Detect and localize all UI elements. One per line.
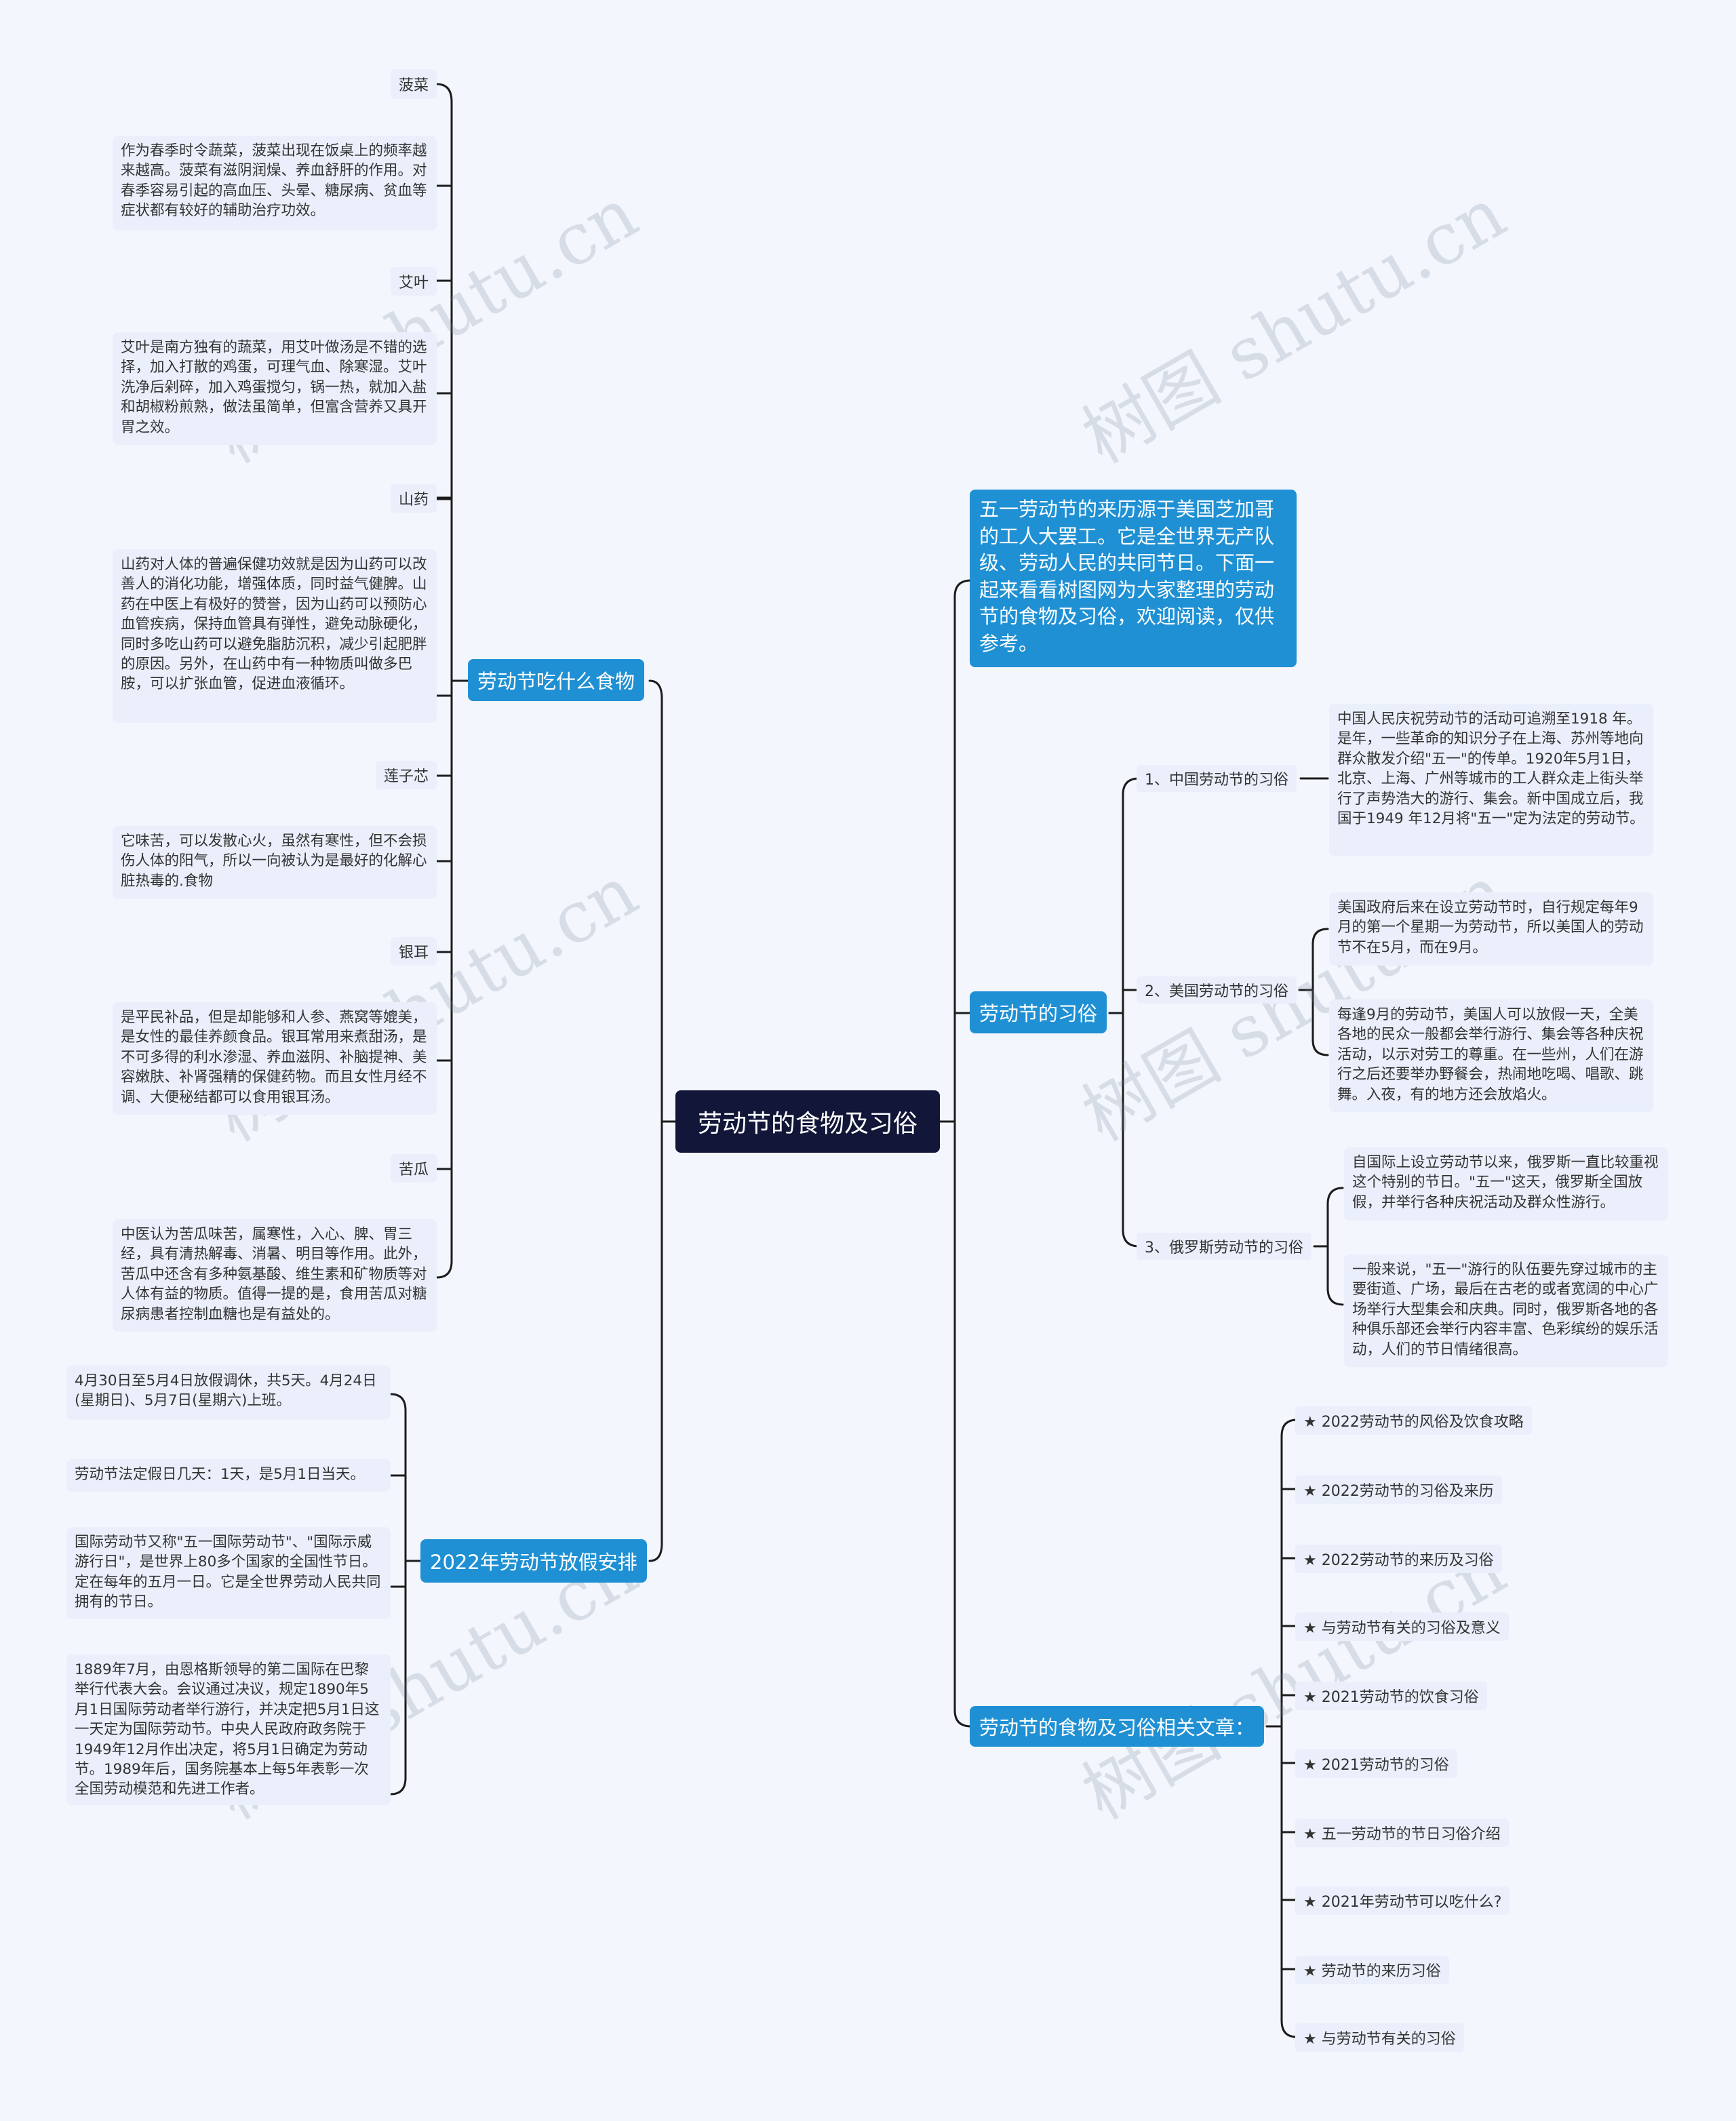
food-desc-tremella[interactable]: 是平民补品，但是却能够和人参、燕窝等媲美，是女性的最佳养颜食品。银耳常用来煮甜汤… xyxy=(113,1002,437,1115)
branch-holiday[interactable]: 2022年劳动节放假安排 xyxy=(420,1539,647,1583)
food-desc-bittermelon[interactable]: 中医认为苦瓜味苦，属寒性，入心、脾、胃三经，具有清热解毒、消暑、明目等作用。此外… xyxy=(113,1219,437,1332)
custom-usa-desc-1[interactable]: 美国政府后来在设立劳动节时，自行规定每年9月的第一个星期一为劳动节，所以美国人的… xyxy=(1329,892,1653,966)
food-label-bittermelon[interactable]: 苦瓜 xyxy=(391,1154,437,1183)
food-desc-spinach[interactable]: 作为春季时令蔬菜，菠菜出现在饭桌上的频率越来越高。菠菜有滋阴润燥、养血舒肝的作用… xyxy=(113,136,437,231)
branch-articles[interactable]: 劳动节的食物及习俗相关文章： xyxy=(970,1706,1265,1747)
article-link[interactable]: ★ 与劳动节有关的习俗 xyxy=(1295,2023,1464,2052)
food-label-yam[interactable]: 山药 xyxy=(391,484,437,513)
food-label-tremella[interactable]: 银耳 xyxy=(391,937,437,966)
root-topic[interactable]: 劳动节的食物及习俗 xyxy=(675,1090,940,1153)
intro-topic[interactable]: 五一劳动节的来历源于美国芝加哥的工人大罢工。它是全世界无产队级、劳动人民的共同节… xyxy=(970,490,1297,667)
custom-russia-desc-1[interactable]: 自国际上设立劳动节以来，俄罗斯一直比较重视这个特别的节日。"五一"这天，俄罗斯全… xyxy=(1344,1147,1668,1221)
custom-usa[interactable]: 2、美国劳动节的习俗 xyxy=(1137,976,1297,1004)
article-link[interactable]: ★ 2021劳动节的饮食习俗 xyxy=(1295,1682,1487,1710)
custom-russia-desc-2[interactable]: 一般来说，"五一"游行的队伍要先穿过城市的主要街道、广场，最后在古老的或者宽阔的… xyxy=(1344,1254,1668,1367)
food-desc-mugwort[interactable]: 艾叶是南方独有的蔬菜，用艾叶做汤是不错的选择，加入打散的鸡蛋，可理气血、除寒湿。… xyxy=(113,332,437,445)
food-desc-yam[interactable]: 山药对人体的普遍保健功效就是因为山药可以改善人的消化功能，增强体质，同时益气健脾… xyxy=(113,549,437,723)
food-desc-lotus[interactable]: 它味苦，可以发散心火，虽然有寒性，但不会损伤人体的阳气，所以一向被认为是最好的化… xyxy=(113,826,437,899)
custom-china[interactable]: 1、中国劳动节的习俗 xyxy=(1137,765,1297,792)
custom-usa-desc-2[interactable]: 每逢9月的劳动节，美国人可以放假一天，全美各地的民众一般都会举行游行、集会等各种… xyxy=(1329,999,1653,1112)
holiday-item[interactable]: 4月30日至5月4日放假调休，共5天。4月24日(星期日)、5月7日(星期六)上… xyxy=(66,1366,391,1420)
article-link[interactable]: ★ 2021劳动节的习俗 xyxy=(1295,1749,1457,1778)
article-link[interactable]: ★ 2021年劳动节可以吃什么? xyxy=(1295,1886,1510,1915)
article-link[interactable]: ★ 2022劳动节的习俗及来历 xyxy=(1295,1475,1502,1504)
holiday-item[interactable]: 劳动节法定假日几天：1天，是5月1日当天。 xyxy=(66,1459,391,1492)
article-link[interactable]: ★ 与劳动节有关的习俗及意义 xyxy=(1295,1612,1509,1641)
holiday-item[interactable]: 1889年7月，由恩格斯领导的第二国际在巴黎举行代表大会。会议通过决议，规定18… xyxy=(66,1654,391,1805)
custom-russia[interactable]: 3、俄罗斯劳动节的习俗 xyxy=(1137,1233,1311,1260)
branch-food[interactable]: 劳动节吃什么食物 xyxy=(468,659,645,701)
holiday-item[interactable]: 国际劳动节又称"五一国际劳动节"、"国际示威游行日"，是世界上80多个国家的全国… xyxy=(66,1527,391,1619)
article-link[interactable]: ★ 2022劳动节的风俗及饮食攻略 xyxy=(1295,1406,1532,1435)
food-label-spinach[interactable]: 菠菜 xyxy=(391,69,437,99)
branch-customs[interactable]: 劳动节的习俗 xyxy=(970,991,1107,1033)
article-link[interactable]: ★ 2022劳动节的来历及习俗 xyxy=(1295,1545,1502,1573)
article-link[interactable]: ★ 五一劳动节的节日习俗介绍 xyxy=(1295,1819,1509,1847)
food-label-mugwort[interactable]: 艾叶 xyxy=(391,267,437,296)
food-label-lotus[interactable]: 莲子芯 xyxy=(376,761,437,789)
article-link[interactable]: ★ 劳动节的来历习俗 xyxy=(1295,1956,1449,1984)
custom-china-desc[interactable]: 中国人民庆祝劳动节的活动可追溯至1918 年。是年，一些革命的知识分子在上海、苏… xyxy=(1329,704,1653,856)
